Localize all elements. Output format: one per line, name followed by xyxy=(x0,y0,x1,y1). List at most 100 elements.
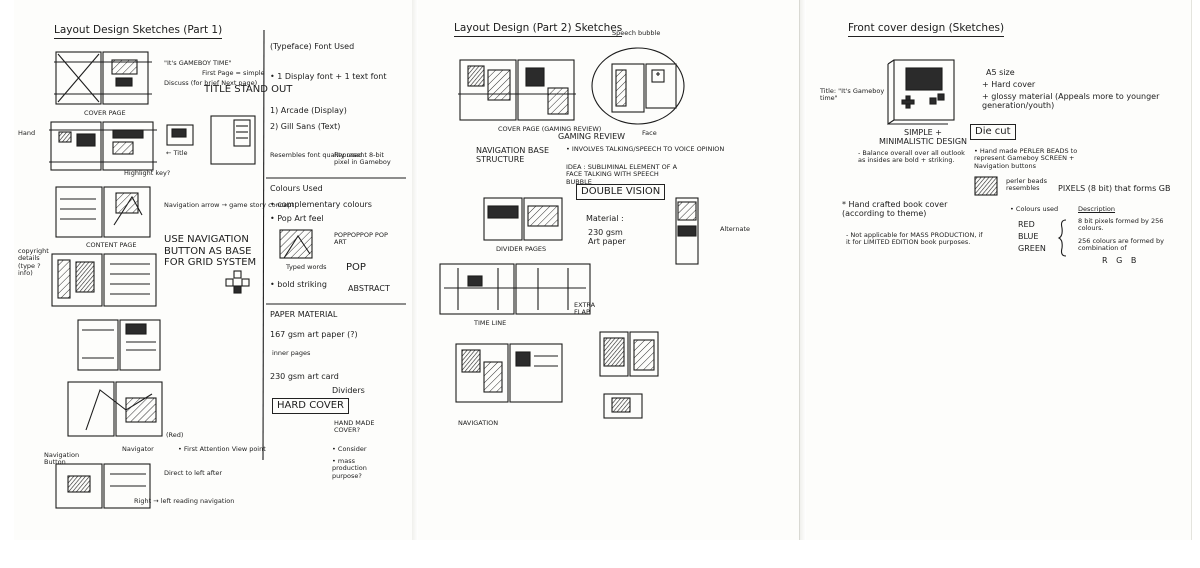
colour-blue: BLUE xyxy=(1018,232,1039,241)
note-abstract: ABSTRACT xyxy=(348,284,390,293)
sketch-divider xyxy=(483,197,563,241)
note-first-attention: • First Attention View point xyxy=(178,445,266,453)
note-discuss: Discuss (for brief Next page) xyxy=(164,79,258,87)
sketch-spread-5 xyxy=(77,319,161,371)
note-pixels: PIXELS (8 bit) that forms GB xyxy=(1058,184,1171,193)
sketch-page-front-cover: Front cover design (Sketches) Title: "It… xyxy=(806,0,1192,540)
note-typed-words: Typed words xyxy=(286,263,327,271)
note-description: Description xyxy=(1078,205,1116,213)
colour-green: GREEN xyxy=(1018,244,1046,253)
note-alternate: Alternate xyxy=(720,225,751,233)
paper-item2b: Dividers xyxy=(332,386,365,395)
note-item2: IDEA : SUBLIMINAL ELEMENT OF A FACE TALK… xyxy=(566,163,678,186)
typeface-item2: 1) Arcade (Display) xyxy=(270,106,347,115)
page-fold xyxy=(800,0,806,540)
colours-item2: • Pop Art feel xyxy=(270,214,324,223)
paper-item1b: inner pages xyxy=(272,349,311,357)
colours-bold: • bold striking xyxy=(270,280,327,289)
sketch-nav-button-grid xyxy=(225,270,250,294)
label-cover-page: COVER PAGE xyxy=(84,109,126,117)
page-title: Layout Design (Part 2) Sketches xyxy=(454,22,623,37)
note-double-vision: DOUBLE VISION xyxy=(576,184,666,200)
sketch-spread-6 xyxy=(67,381,163,437)
label-divider: DIVIDER PAGES xyxy=(496,245,547,253)
sketch-cover-page xyxy=(54,51,152,105)
sketch-content-spread xyxy=(51,253,157,307)
typeface-note-a: Resembles font quality used xyxy=(270,151,363,159)
typeface-item1: • 1 Display font + 1 text font xyxy=(270,72,387,81)
paper-hard-cover: HARD COVER xyxy=(272,398,349,414)
paper-item2: 230 gsm art card xyxy=(270,372,339,381)
note-gaming-review: GAMING REVIEW xyxy=(558,132,626,141)
sketch-perler-beads xyxy=(974,176,998,196)
sketch-gameboy-cover xyxy=(887,59,955,126)
note-hand-made: • Hand made PERLER BEADS to represent Ga… xyxy=(974,147,1078,170)
note-navigator: Navigator xyxy=(122,445,154,453)
note-hand: Hand xyxy=(18,129,36,137)
note-desc1: 8 bit pixels formed by 256 colours. xyxy=(1078,217,1164,233)
sketch-pop-art xyxy=(279,229,313,259)
note-balance: - Balance overall over all outlook as in… xyxy=(858,149,965,165)
paper-item1: 167 gsm art paper (?) xyxy=(270,330,358,339)
sketch-timeline xyxy=(439,263,591,315)
note-desc2: 256 colours are formed by combination of xyxy=(1078,237,1164,253)
sketch-navigation-alt xyxy=(599,331,659,377)
label-timeline: TIME LINE xyxy=(474,319,507,327)
paper-mass: • mass production purpose? xyxy=(332,457,367,480)
typeface-heading: (Typeface) Font Used xyxy=(270,42,355,51)
note-what-title: Highlight key? xyxy=(124,169,171,177)
note-direct: Direct to left after xyxy=(164,469,223,477)
label-content-page: CONTENT PAGE xyxy=(86,241,137,249)
note-first-page: First Page = simple xyxy=(202,69,265,77)
note-pop-art: POPPOPPOP POP ART xyxy=(334,231,388,247)
sketch-title-spread xyxy=(49,121,157,171)
sketch-alternate xyxy=(675,197,699,265)
sketch-mini-thumb xyxy=(166,124,194,146)
paper-heading: PAPER MATERIAL xyxy=(270,310,338,319)
note-face: Face xyxy=(642,129,657,137)
column-divider xyxy=(262,29,265,461)
note-not-applicable: - Not applicable for MASS PRODUCTION, if… xyxy=(846,231,983,247)
note-nav-arrow: Navigation arrow → game story concept xyxy=(164,201,294,209)
note-material: Material : xyxy=(586,214,624,223)
note-gsm: 230 gsm Art paper xyxy=(588,228,626,247)
note-item1: • INVOLVES TALKING/SPEECH TO VOICE OPINI… xyxy=(566,145,725,153)
paper-hand-made: HAND MADE COVER? xyxy=(334,419,375,435)
sketch-first-page xyxy=(210,115,256,165)
note-glossy: + glossy material (Appeals more to young… xyxy=(982,92,1160,111)
page-title: Layout Design Sketches (Part 1) xyxy=(54,24,223,39)
paper-consider: • Consider xyxy=(332,445,367,453)
sketch-speech-face xyxy=(591,47,685,125)
note-red: (Red) xyxy=(166,431,184,439)
note-right-left: Right → left reading navigation xyxy=(134,497,235,505)
note-title-stand-out: TITLE STAND OUT xyxy=(204,84,293,95)
brace xyxy=(1057,219,1067,257)
note-hard-cover: + Hard cover xyxy=(982,80,1036,89)
note-title: ← Title xyxy=(166,149,188,157)
sketch-navigation xyxy=(455,343,563,403)
label-nav-structure: NAVIGATION BASE STRUCTURE xyxy=(476,146,549,165)
note-pop: POP xyxy=(346,262,366,273)
page-fold xyxy=(412,0,418,540)
sketch-cover-review xyxy=(458,59,576,121)
note-nav-button: Navigation Button xyxy=(44,451,80,467)
note-use-navigation: USE NAVIGATION BUTTON AS BASE FOR GRID S… xyxy=(164,234,257,268)
sketch-page-layout-part2: Layout Design (Part 2) Sketches Speech b… xyxy=(418,0,800,540)
note-extra-flap: EXTRA FLAP xyxy=(574,301,596,317)
note-colours-used: • Colours used xyxy=(1010,205,1059,213)
colours-item1: • complementary colours xyxy=(270,200,372,209)
divider-rule-2 xyxy=(266,303,406,305)
note-a5: A5 size xyxy=(986,68,1015,77)
page-title: Front cover design (Sketches) xyxy=(848,22,1005,37)
note-cover-title: Title: "It's Gameboy time" xyxy=(820,87,885,103)
colour-red: RED xyxy=(1018,220,1035,229)
label-cover-review: COVER PAGE (GAMING REVIEW) xyxy=(498,125,602,133)
sketch-spread-7 xyxy=(55,463,151,509)
note-gameboy-tag: "It's GAMEBOY TIME" xyxy=(164,59,232,67)
note-hand-crafted: * Hand crafted book cover (according to … xyxy=(842,200,948,219)
sketch-navigation-spread xyxy=(55,186,151,238)
colours-heading: Colours Used xyxy=(270,184,323,193)
typeface-item3: 2) Gill Sans (Text) xyxy=(270,122,341,131)
note-die-cut: Die cut xyxy=(970,124,1016,140)
note-speech-bubble: Speech bubble xyxy=(612,29,661,37)
